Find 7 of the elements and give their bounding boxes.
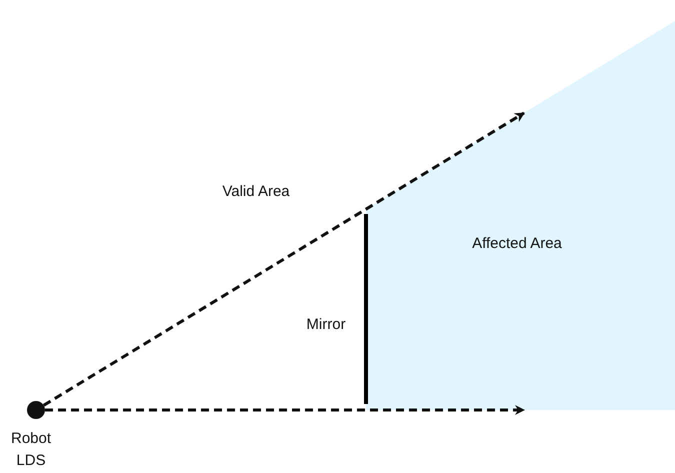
area-label: Affected Area xyxy=(472,234,562,254)
dashed-arrow xyxy=(42,112,525,407)
device-label: Robot LDS xyxy=(10,429,52,471)
mirror-label: Mirror xyxy=(305,315,347,335)
region-label: Valid Area xyxy=(221,182,291,202)
sensor-dot xyxy=(27,401,45,419)
dashed-arrow xyxy=(45,405,525,415)
